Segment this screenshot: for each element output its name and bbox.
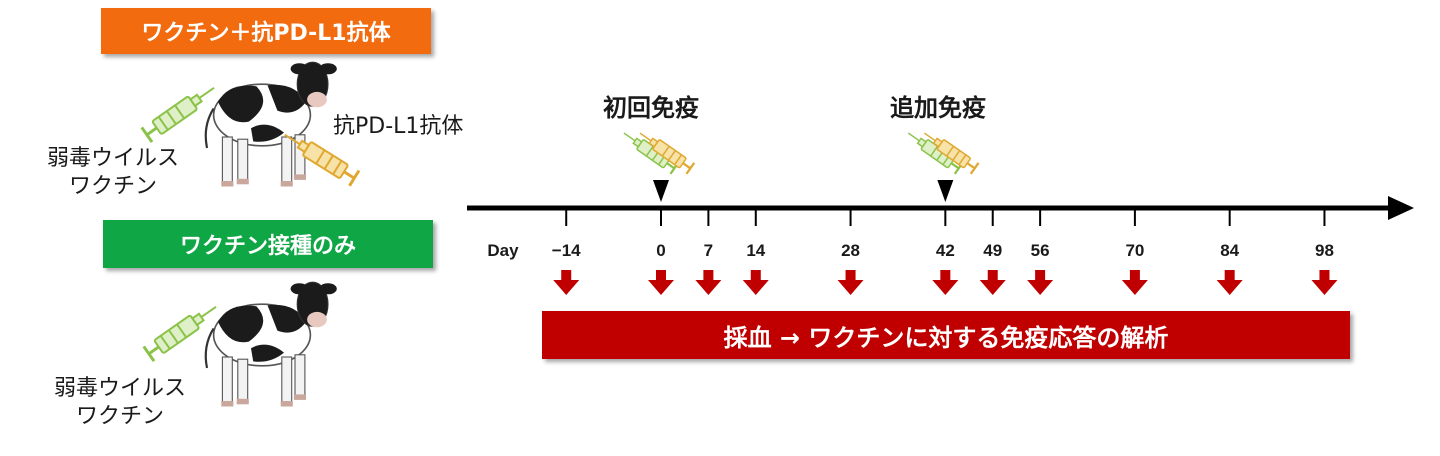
blood-draw-arrow-icon: [648, 270, 674, 295]
blood-draw-arrow-icon: [553, 270, 580, 295]
day-tick-label: 42: [936, 241, 955, 260]
vaccine-syringe-icon: [142, 297, 223, 363]
day-tick-label: 84: [1220, 241, 1239, 260]
cow-icon: [204, 61, 338, 188]
vaccine-label-line1: 弱毒ウイルス: [53, 376, 186, 401]
timeline-arrowhead: [1388, 196, 1414, 220]
injection-marker-icon: [653, 180, 669, 202]
day-tick-label: 28: [841, 241, 860, 260]
antibody-label: 抗PD-L1抗体: [333, 114, 464, 139]
day-tick-label: 98: [1315, 241, 1334, 260]
blood-draw-arrow-icon: [1216, 270, 1243, 295]
vaccine-label-only: 弱毒ウイルス ワクチン: [40, 375, 200, 431]
day-tick-label: −14: [552, 241, 581, 260]
analysis-banner: 採血 → ワクチンに対する免疫応答の解析: [542, 311, 1350, 359]
blood-draw-arrow-icon: [1311, 270, 1338, 295]
vaccine-label-combo: 弱毒ウイルス ワクチン: [33, 145, 193, 201]
blood-draw-arrow-icon: [932, 270, 959, 295]
vaccine-label-line2: ワクチン: [75, 404, 164, 429]
timeline-marks: −14 0 7 14 28 42 49 56 70 84 98: [552, 126, 1338, 295]
vaccine-label-line2: ワクチン: [68, 174, 157, 199]
day-unit-label: Day: [487, 241, 519, 260]
blood-draw-arrow-icon: [979, 270, 1006, 295]
day-tick-label: 56: [1031, 241, 1050, 260]
boost-vaccination-label: 追加免疫: [890, 94, 986, 122]
vaccine-only-group-title: ワクチン接種のみ: [103, 220, 433, 268]
vaccine-label-line1: 弱毒ウイルス: [46, 146, 179, 171]
day-tick-label: 70: [1125, 241, 1144, 260]
day-tick-label: 0: [656, 241, 665, 260]
cow-icon: [204, 281, 338, 408]
blood-draw-arrow-icon: [695, 270, 722, 295]
blood-draw-arrow-icon: [742, 270, 769, 295]
vaccine-syringe-icon: [140, 78, 221, 144]
day-tick-label: 49: [983, 241, 1002, 260]
blood-draw-arrow-icon: [837, 270, 864, 295]
day-tick-label: 14: [746, 241, 765, 260]
combo-group-title: ワクチン＋抗PD-L1抗体: [101, 8, 431, 54]
day-tick-label: 7: [704, 241, 713, 260]
prime-vaccination-label: 初回免疫: [603, 94, 699, 122]
injection-marker-icon: [937, 180, 954, 202]
blood-draw-arrow-icon: [1121, 270, 1148, 295]
blood-draw-arrow-icon: [1027, 270, 1054, 295]
